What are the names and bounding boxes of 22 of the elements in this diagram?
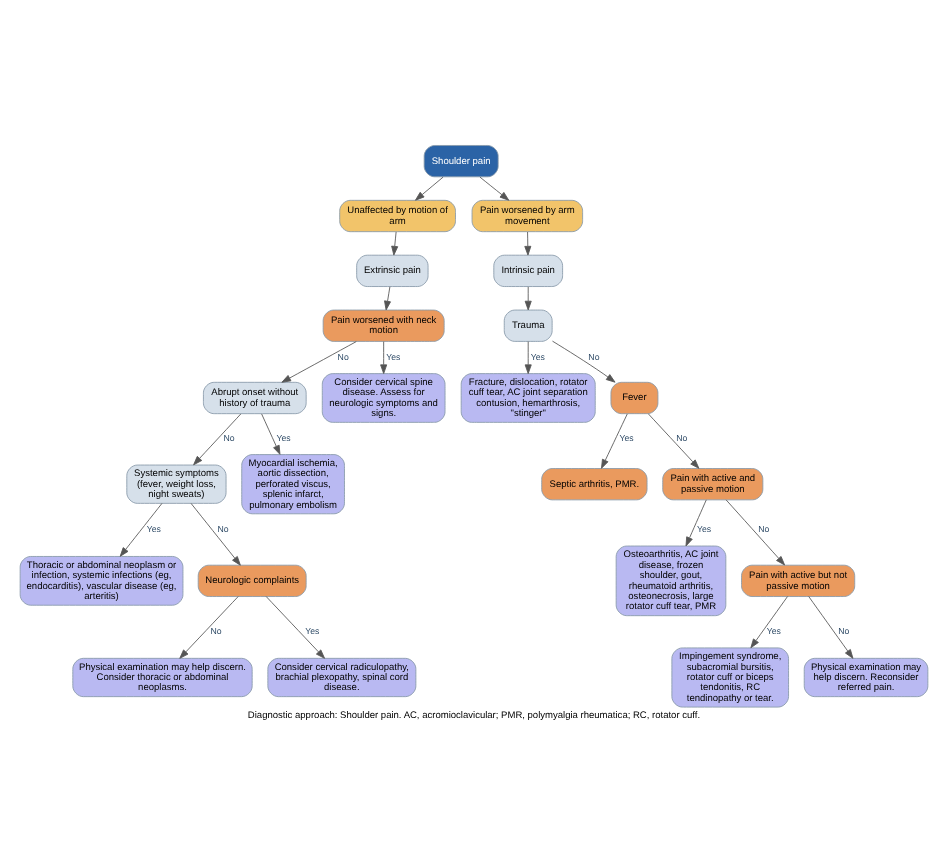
arrow: [190, 501, 241, 565]
arrow: [119, 501, 163, 556]
arrow: [648, 412, 700, 468]
arrow: [808, 595, 854, 658]
arrow: [415, 175, 444, 200]
arrow: [524, 285, 532, 310]
arrow: [685, 498, 707, 546]
arrow: [380, 340, 388, 373]
arrow: [725, 498, 786, 565]
arrow: [193, 412, 242, 465]
arrow: [179, 595, 239, 658]
arrow: [601, 412, 628, 468]
arrow: [384, 285, 391, 310]
arrow: [479, 175, 510, 200]
arrow: [524, 340, 532, 373]
arrow: [552, 339, 616, 382]
arrow: [261, 412, 281, 454]
arrow: [281, 340, 357, 382]
arrow: [750, 595, 788, 648]
arrow: [391, 230, 399, 255]
arrow: [265, 595, 325, 658]
arrow: [524, 230, 532, 255]
